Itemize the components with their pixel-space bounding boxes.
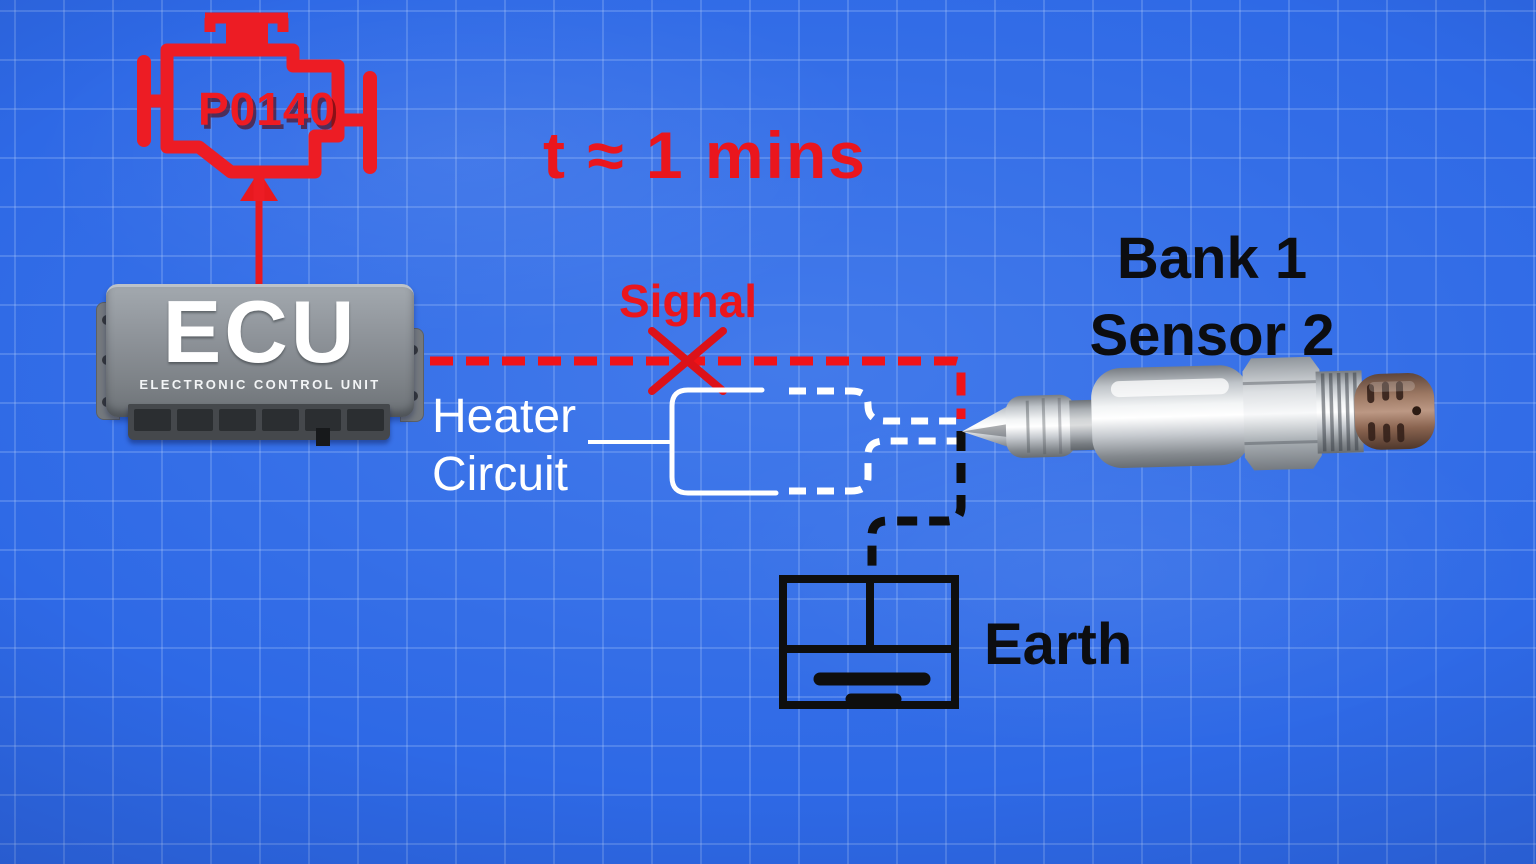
bank-label-line2: Sensor 2: [1089, 303, 1335, 368]
heater-label-line2: Circuit: [432, 448, 569, 501]
ecu-connector-slot: [176, 409, 214, 431]
earth-symbol: [779, 575, 959, 709]
signal-wire-label: Signal: [618, 275, 758, 327]
heater-wire-top: [789, 387, 957, 425]
ecu-module: ECU ELECTRONIC CONTROL UNIT: [96, 282, 424, 450]
ecu-housing: ECU ELECTRONIC CONTROL UNIT: [106, 284, 414, 417]
bank-label-line1: Bank 1: [1116, 226, 1308, 291]
ecu-connector-strip: [128, 404, 390, 446]
check-engine-icon: [137, 12, 377, 201]
sensor-sleeve: [1005, 394, 1077, 458]
ecu-connector-slot: [304, 409, 342, 431]
heater-wire-bottom: [789, 437, 957, 495]
oxygen-sensor-image: [962, 356, 1435, 471]
sensor-location-label: Bank 1 Sensor 2: [1028, 220, 1396, 374]
ecu-connector-slot: [219, 409, 257, 431]
ecu-connector-notch: [316, 428, 330, 446]
ecu-connector-slot: [347, 409, 385, 431]
ecu-title: ECU: [162, 282, 358, 381]
ground-wire: [867, 431, 966, 577]
signal-wire: [430, 356, 966, 419]
ecu-connector-slot: [134, 409, 171, 431]
heater-connector: [588, 387, 779, 496]
signal-break-x-icon: [648, 327, 727, 395]
ecu-connector-slot: [262, 409, 299, 431]
earth-label: Earth: [984, 612, 1133, 677]
ecu-subtitle: ELECTRONIC CONTROL UNIT: [139, 377, 381, 392]
heater-label-line1: Heater: [432, 390, 577, 443]
sensor-hex-nut: [1242, 356, 1322, 471]
trouble-code: P0140: [197, 83, 336, 135]
fault-timer-label: t ≈ 1 mins: [543, 118, 867, 192]
